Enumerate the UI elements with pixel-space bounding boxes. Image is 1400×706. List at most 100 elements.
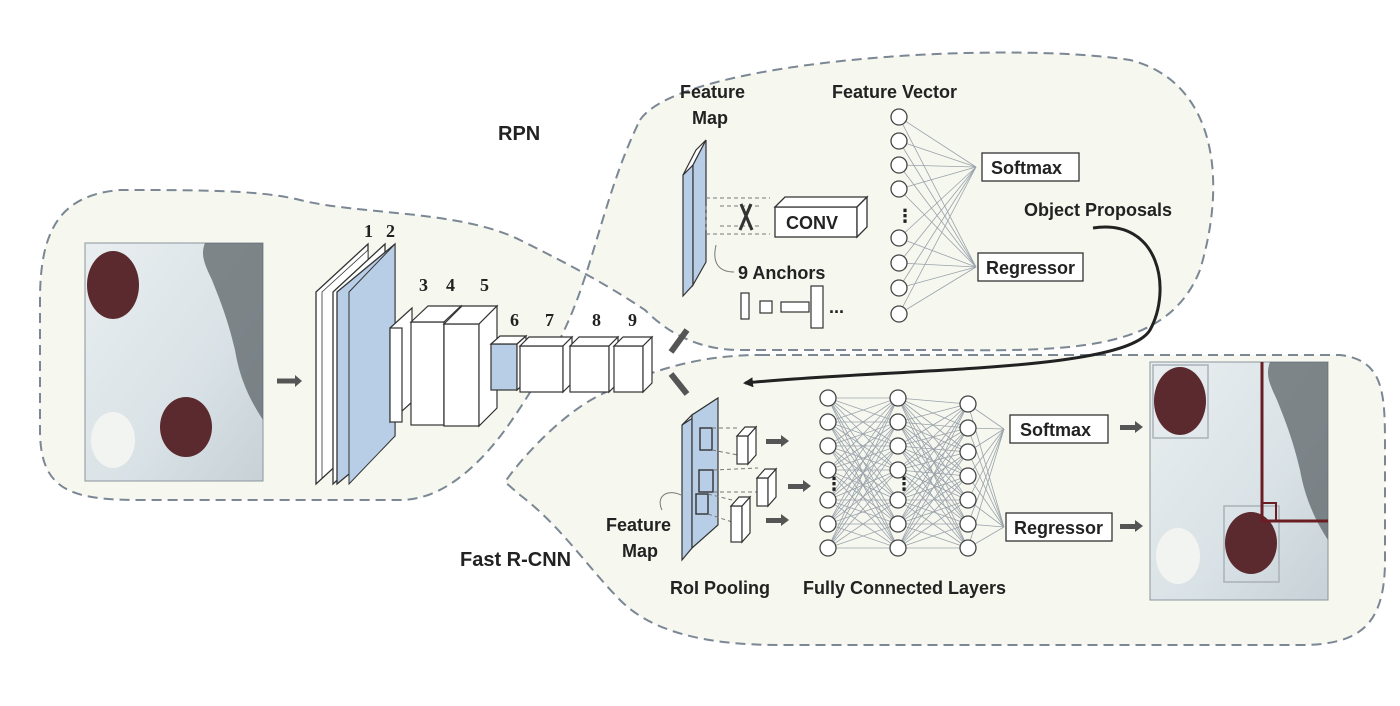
- network-edge: [898, 116, 977, 268]
- layer-number: 2: [386, 221, 395, 241]
- frcnn-regressor-label: Regressor: [1014, 518, 1103, 538]
- layer-number: 3: [419, 275, 428, 295]
- frcnn-softmax-box: [1009, 414, 1109, 444]
- network-edge: [898, 140, 977, 168]
- rpn-feature-map-label: Map: [692, 108, 728, 128]
- blob: [160, 397, 212, 457]
- network-edge: [898, 164, 977, 268]
- network-ellipsis: ⋮: [895, 474, 913, 494]
- roi-pooled-feature: [735, 425, 758, 466]
- network-ellipsis: ⋮: [896, 206, 914, 226]
- network-node: [819, 461, 837, 479]
- network-edge: [897, 427, 969, 471]
- rpn-softmax-box: [981, 152, 1080, 182]
- fully-connected-layers-label: Fully Connected Layers: [803, 578, 1006, 598]
- network-edge: [898, 166, 977, 315]
- layer-number: 5: [480, 275, 489, 295]
- layer-number: 7: [545, 310, 554, 330]
- network-ellipsis: ⋮: [825, 474, 843, 494]
- rpn-regressor-box: [977, 252, 1084, 282]
- network-edge: [827, 421, 899, 471]
- network-edge: [897, 403, 969, 525]
- layer-number: 6: [510, 310, 519, 330]
- network-edge: [898, 140, 977, 268]
- rpn-network: ⋮: [890, 108, 977, 323]
- split-arrow-up: [668, 328, 690, 354]
- rpn-title: RPN: [498, 123, 540, 145]
- network-node: [959, 515, 977, 533]
- rpn-feature-map-label: Feature: [680, 82, 745, 102]
- network-node: [890, 132, 908, 150]
- anchors-ellipsis: ...: [829, 297, 844, 317]
- network-edge: [898, 266, 977, 315]
- network-node: [959, 539, 977, 557]
- fast-rcnn-title: Fast R-CNN: [460, 549, 571, 571]
- network-edge: [897, 451, 969, 471]
- blob: [1154, 367, 1206, 435]
- network-node: [889, 539, 907, 557]
- network-edge: [897, 469, 969, 549]
- network-edge: [898, 188, 977, 268]
- network-node: [889, 515, 907, 533]
- network-edge: [897, 451, 969, 549]
- rpn-feature-map: [682, 139, 707, 298]
- network-edge: [827, 397, 899, 447]
- network-edge: [897, 469, 969, 501]
- network-edge: [898, 262, 977, 268]
- backbone-layer-3: [389, 306, 413, 424]
- roi-arrows: [766, 435, 811, 526]
- backbone-layer-8: [568, 335, 620, 394]
- network-node: [890, 254, 908, 272]
- network-edge: [897, 475, 969, 549]
- input-image: [84, 242, 264, 482]
- split-arrow-down: [668, 372, 690, 396]
- rpn-softmax-label: Softmax: [991, 158, 1062, 178]
- network-node: [819, 389, 837, 407]
- network-edge: [827, 397, 899, 525]
- network-node: [889, 461, 907, 479]
- sliding-window-cross-icon: [738, 203, 754, 231]
- network-node: [889, 389, 907, 407]
- network-node: [890, 108, 908, 126]
- fc-network: ⋮⋮: [819, 389, 1005, 557]
- network-node: [890, 279, 908, 297]
- roi-projection-lines: [707, 427, 759, 523]
- object-proposals-label: Object Proposals: [1024, 200, 1172, 220]
- backbone-layer-9: [612, 335, 654, 394]
- network-edge: [827, 397, 899, 471]
- frcnn-feature-map-label: Feature: [606, 515, 671, 535]
- network-edge: [897, 499, 969, 549]
- network-edge: [898, 116, 977, 168]
- network-node: [889, 437, 907, 455]
- detection-box: [1223, 505, 1280, 583]
- network-node: [959, 491, 977, 509]
- conv-block: [773, 195, 869, 239]
- conv-label: CONV: [786, 213, 838, 233]
- anchors-label: 9 Anchors: [738, 263, 825, 283]
- network-edge: [897, 403, 969, 549]
- network-edge: [897, 469, 969, 477]
- network-node: [959, 395, 977, 413]
- backbone-layer-5: [442, 304, 499, 428]
- network-edge: [898, 237, 977, 268]
- network-node: [819, 413, 837, 431]
- network-edge: [898, 166, 977, 264]
- network-node: [890, 305, 908, 323]
- network-edge: [827, 397, 899, 549]
- layer-number: 9: [628, 310, 637, 330]
- anchors-pointer: [714, 244, 735, 273]
- blob: [1225, 512, 1277, 574]
- frcnn-feature-map-label: Map: [622, 541, 658, 561]
- network-edge: [827, 445, 899, 549]
- network-edge: [827, 421, 899, 549]
- network-edge: [898, 266, 977, 289]
- anchor-boxes: [740, 285, 824, 329]
- detection-box: [1152, 364, 1209, 439]
- network-node: [959, 467, 977, 485]
- network-edge: [897, 427, 969, 549]
- network-node: [889, 491, 907, 509]
- layer-number: 1: [364, 221, 373, 241]
- frcnn-feature-map-pointer: [659, 492, 682, 511]
